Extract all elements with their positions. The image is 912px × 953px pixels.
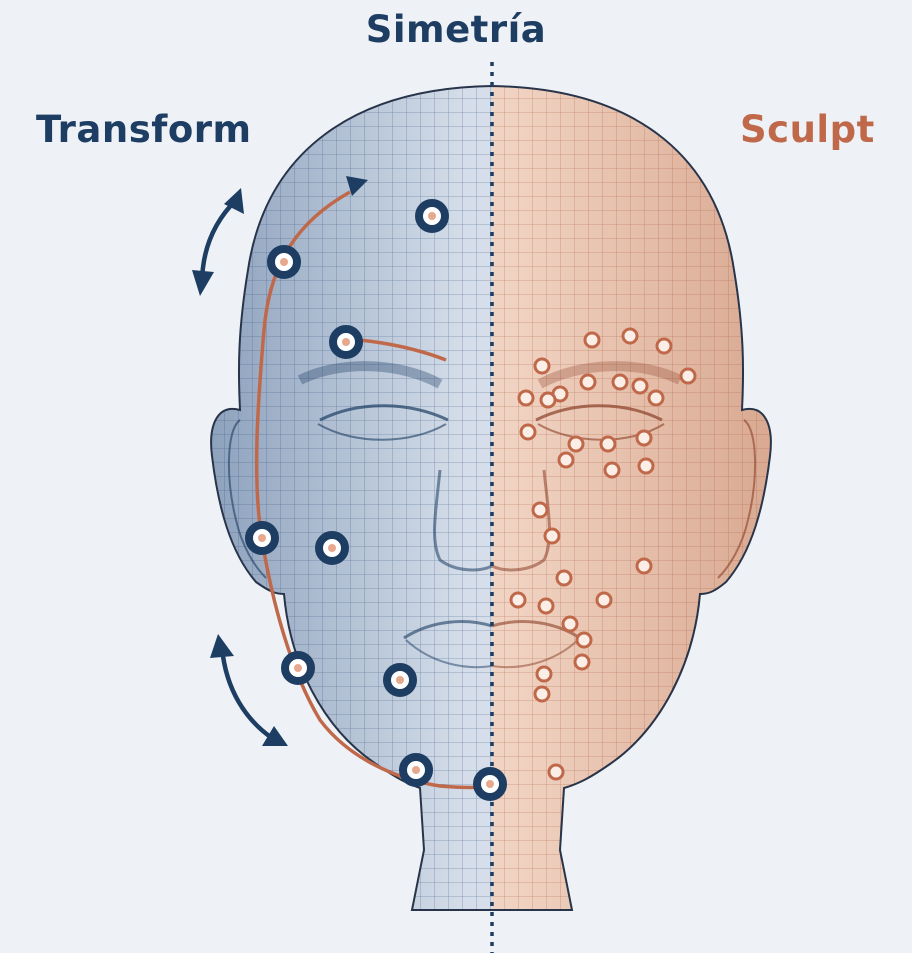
transform-control-point-center [328, 544, 336, 552]
sculpt-control-point[interactable] [639, 459, 653, 473]
sculpt-control-point[interactable] [649, 391, 663, 405]
sculpt-control-point[interactable] [681, 369, 695, 383]
sculpt-control-point[interactable] [623, 329, 637, 343]
symmetry-label: Simetría [0, 8, 912, 51]
sculpt-control-point[interactable] [541, 393, 555, 407]
sculpt-label: Sculpt [740, 108, 875, 151]
transform-control-point-center [294, 664, 302, 672]
sculpt-control-point[interactable] [519, 391, 533, 405]
transform-control-point-center [396, 676, 404, 684]
sculpt-control-point[interactable] [613, 375, 627, 389]
sculpt-control-point[interactable] [577, 633, 591, 647]
sculpt-control-point[interactable] [637, 431, 651, 445]
transform-control-point-center [428, 212, 436, 220]
sculpt-control-point[interactable] [549, 765, 563, 779]
transform-control-point-center [412, 766, 420, 774]
sculpt-control-point[interactable] [633, 379, 647, 393]
sculpt-control-point[interactable] [557, 571, 571, 585]
sculpt-control-point[interactable] [535, 359, 549, 373]
sculpt-control-point[interactable] [537, 667, 551, 681]
sculpt-control-point[interactable] [533, 503, 547, 517]
sculpt-control-point[interactable] [581, 375, 595, 389]
sculpt-control-point[interactable] [539, 599, 553, 613]
sculpt-control-point[interactable] [511, 593, 525, 607]
sculpt-control-point[interactable] [563, 617, 577, 631]
transform-control-point-center [342, 338, 350, 346]
transform-control-point-center [280, 258, 288, 266]
sculpt-control-point[interactable] [597, 593, 611, 607]
sculpt-control-point[interactable] [569, 437, 583, 451]
sculpt-control-point[interactable] [585, 333, 599, 347]
transform-label: Transform [36, 108, 252, 151]
sculpt-control-point[interactable] [545, 529, 559, 543]
double-arrow-temple [192, 188, 244, 296]
sculpt-control-point[interactable] [637, 559, 651, 573]
sculpt-control-point[interactable] [521, 425, 535, 439]
sculpt-control-point[interactable] [575, 655, 589, 669]
transform-control-point-center [486, 780, 494, 788]
sculpt-control-point[interactable] [605, 463, 619, 477]
sculpt-control-point[interactable] [657, 339, 671, 353]
double-arrow-jaw [210, 634, 288, 746]
sculpt-control-point[interactable] [559, 453, 573, 467]
sculpt-control-point[interactable] [601, 437, 615, 451]
sculpt-control-point[interactable] [535, 687, 549, 701]
transform-control-point-center [258, 534, 266, 542]
